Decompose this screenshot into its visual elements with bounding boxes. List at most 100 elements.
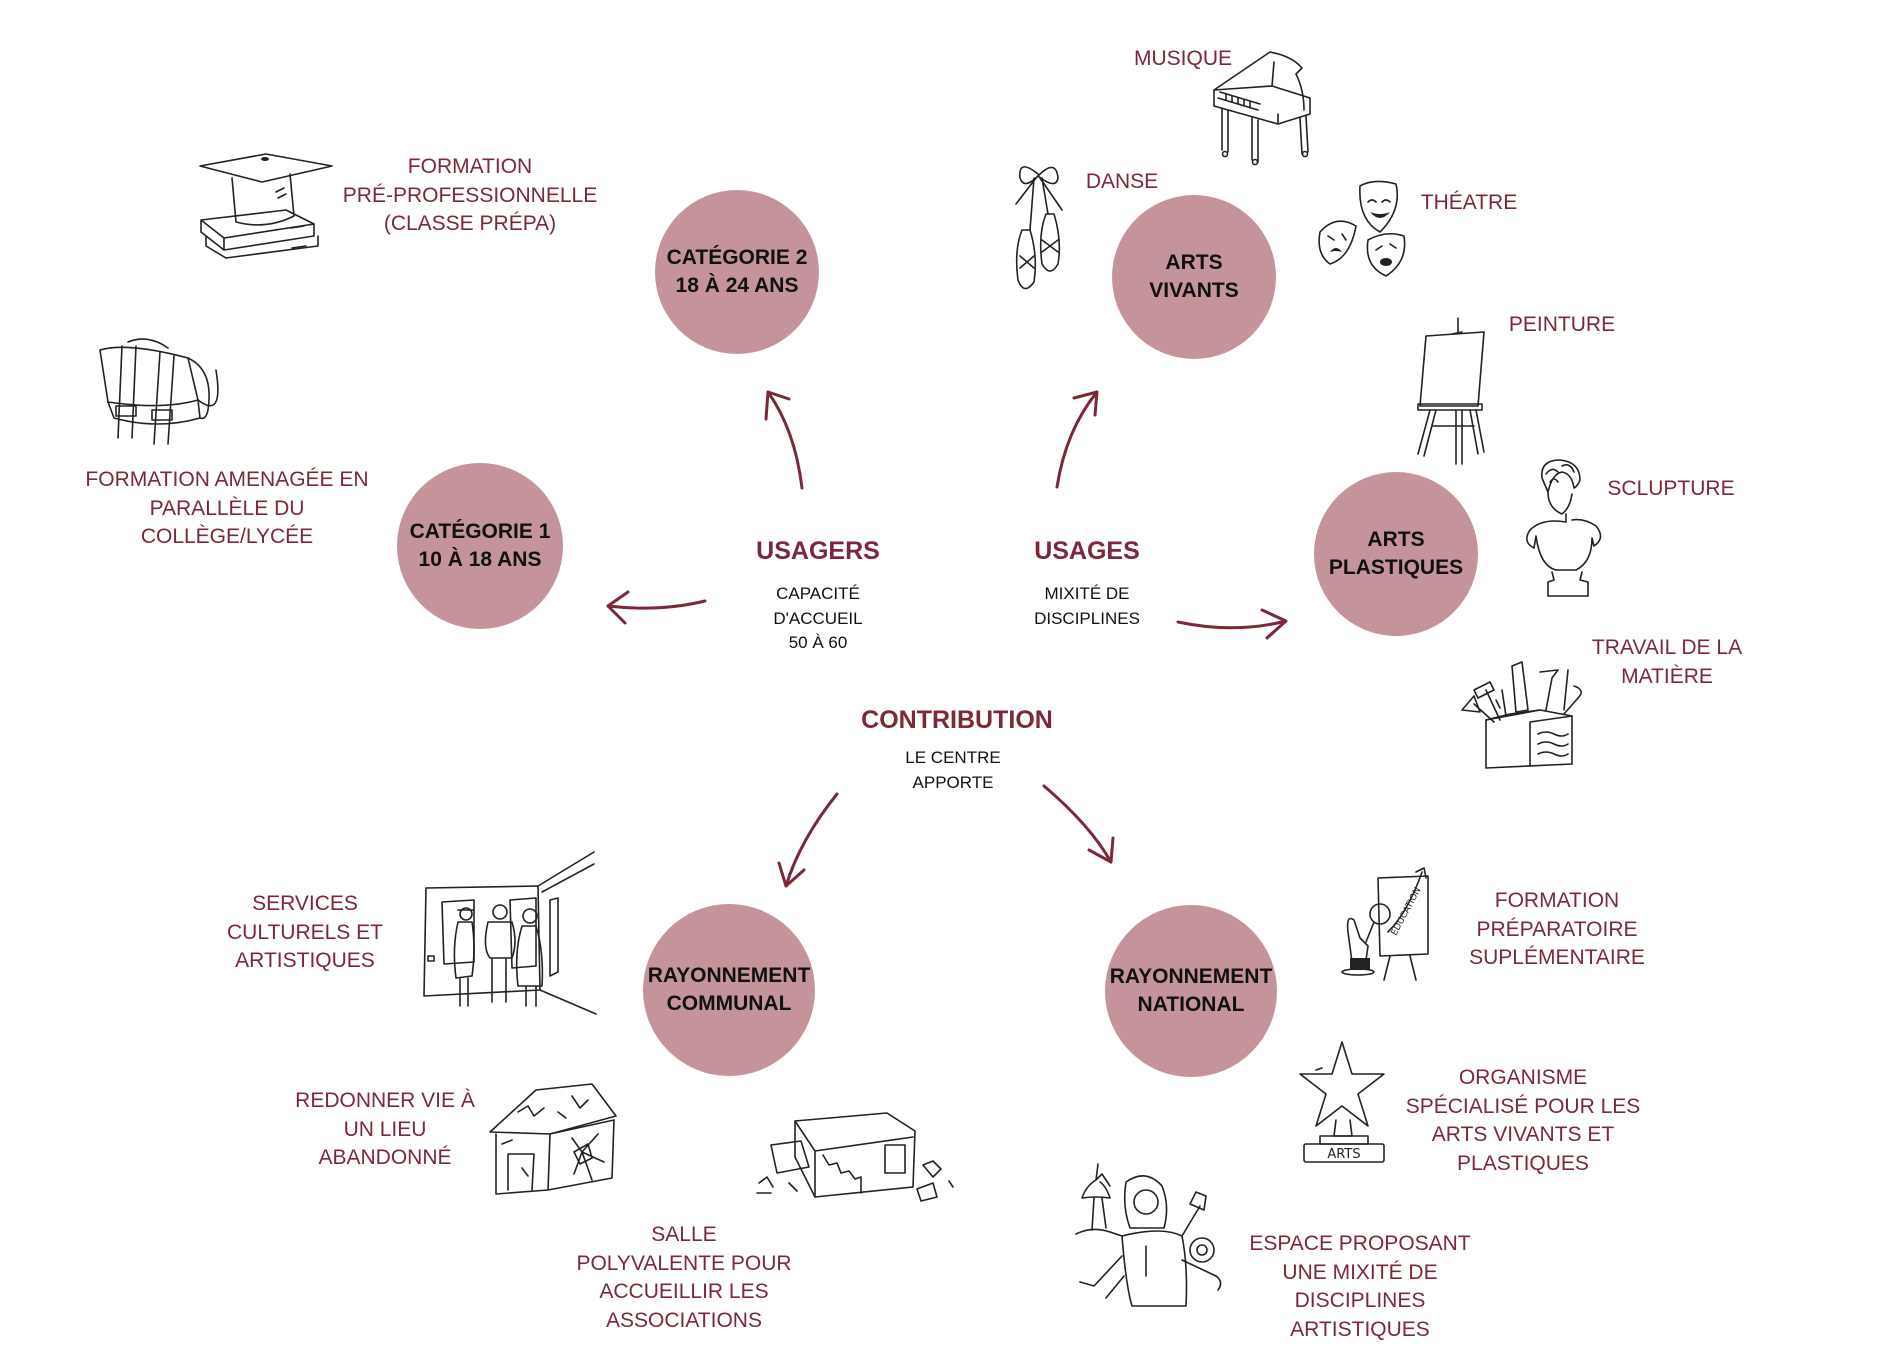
node-line: ARTS (1165, 251, 1223, 274)
label-salle-polyvalente: SALLE POLYVALENTE POUR ACCUEILLIR LES AS… (576, 1221, 791, 1335)
node-line: NATIONAL (1137, 993, 1245, 1016)
label-theatre: THÉATRE (1421, 189, 1517, 218)
education-chart-label: ÉDUCATION (1388, 885, 1423, 937)
label-line: ARTS VIVANTS ET (1431, 1123, 1615, 1146)
label-line: (CLASSE PRÉPA) (383, 212, 557, 235)
arrow-usagers-to-categorie2 (764, 390, 804, 490)
hub-usagers-line: CAPACITÉ (776, 584, 860, 603)
label-musique: MUSIQUE (1134, 45, 1232, 74)
bust-sculpture-icon (1522, 458, 1606, 598)
gallery-visitors-icon (418, 851, 597, 1015)
label-line: UNE MIXITÉ DE (1282, 1260, 1438, 1284)
label-line: REDONNER VIE À (295, 1089, 475, 1112)
label-formation-pre-pro: FORMATION PRÉ-PROFESSIONNELLE (CLASSE PR… (343, 153, 597, 239)
label-line: ARTISTIQUES (235, 949, 375, 972)
label-espace-mixite: ESPACE PROPOSANT UNE MIXITÉ DE DISCIPLIN… (1249, 1230, 1470, 1344)
hub-usagers-line: D'ACCUEIL (773, 608, 863, 628)
node-line: COMMUNAL (666, 992, 792, 1015)
node-line: CATÉGORIE 2 (666, 246, 808, 269)
label-line: PLASTIQUES (1457, 1151, 1589, 1175)
node-line: ARTS (1367, 528, 1425, 551)
hub-contribution-line: LE CENTRE (905, 748, 1001, 767)
label-peinture: PEINTURE (1509, 311, 1615, 340)
theatre-masks-icon (1316, 180, 1416, 290)
label-line: FORMATION (407, 155, 533, 178)
hub-usagers-subtitle: CAPACITÉ D'ACCUEIL 50 À 60 (773, 582, 862, 656)
star-trophy-icon: ARTS (1298, 1040, 1388, 1164)
label-line: SCLUPTURE (1607, 477, 1735, 500)
label-organisme-specialise: ORGANISME SPÉCIALISÉ POUR LES ARTS VIVAN… (1406, 1064, 1641, 1178)
label-travail-matiere: TRAVAIL DE LA MATIÈRE (1592, 634, 1742, 691)
label-line: SPÉCIALISÉ POUR LES (1405, 1094, 1641, 1118)
label-line: FORMATION AMENAGÉE EN (85, 468, 369, 491)
hub-usagers-line: 50 À 60 (788, 633, 848, 652)
hub-usages-title: USAGES (1034, 537, 1140, 565)
node-line: CATÉGORIE 1 (409, 520, 551, 543)
hub-usages-line: MIXITÉ DE (1044, 584, 1130, 603)
label-line: ABANDONNÉ (318, 1146, 452, 1169)
node-rayonnement-national: RAYONNEMENT NATIONAL (1105, 905, 1277, 1077)
label-danse: DANSE (1086, 168, 1158, 197)
broken-house-icon (488, 1082, 618, 1196)
label-line: CULTURELS ET (227, 920, 383, 944)
arrow-usagers-to-categorie1 (606, 590, 707, 625)
hub-usagers-title: USAGERS (756, 537, 880, 565)
multi-arm-artist-icon (1066, 1156, 1226, 1316)
hub-contribution-title: CONTRIBUTION (861, 706, 1053, 734)
multipurpose-hall-icon (737, 1112, 973, 1213)
label-line: PEINTURE (1508, 313, 1616, 336)
node-arts-vivants: ARTS VIVANTS (1112, 195, 1276, 359)
arrow-contribution-to-national (1042, 784, 1115, 864)
label-line: MATIÈRE (1621, 664, 1713, 688)
node-categorie-1: CATÉGORIE 1 10 À 18 ANS (397, 463, 563, 629)
hub-usages-line: DISCIPLINES (1034, 608, 1140, 628)
label-line: SERVICES (252, 892, 358, 915)
hub-usages-subtitle: MIXITÉ DE DISCIPLINES (1034, 582, 1140, 631)
node-line: VIVANTS (1149, 279, 1239, 302)
node-categorie-2: CATÉGORIE 2 18 À 24 ANS (655, 190, 819, 354)
label-formation-preparatoire: FORMATION PRÉPARATOIRE SUPLÉMENTAIRE (1469, 887, 1645, 973)
label-line: UN LIEU (343, 1117, 427, 1141)
label-line: ARTISTIQUES (1290, 1317, 1430, 1341)
ballet-shoes-icon (1012, 160, 1067, 300)
label-line: TRAVAIL DE LA (1591, 636, 1743, 659)
label-line: DISCIPLINES (1294, 1289, 1426, 1312)
trophy-label: ARTS (1327, 1147, 1360, 1162)
education-chart-icon: ÉDUCATION (1338, 862, 1448, 986)
arrow-contribution-to-communal (777, 792, 839, 888)
label-redonner-vie: REDONNER VIE À UN LIEU ABANDONNÉ (295, 1087, 475, 1173)
label-line: ASSOCIATIONS (606, 1308, 762, 1332)
label-formation-amenagee: FORMATION AMENAGÉE EN PARALLÈLE DU COLLÈ… (85, 466, 368, 552)
hub-contribution-subtitle: LE CENTRE APPORTE (905, 746, 1000, 795)
label-line: PRÉ-PROFESSIONNELLE (342, 183, 598, 207)
node-line: 18 À 24 ANS (675, 274, 799, 297)
node-line: PLASTIQUES (1328, 556, 1464, 579)
label-line: DANSE (1085, 170, 1159, 193)
label-line: PARALLÈLE DU (149, 496, 305, 520)
label-sculpture: SCLUPTURE (1607, 475, 1734, 504)
label-line: POLYVALENTE POUR (576, 1251, 792, 1275)
label-line: SUPLÉMENTAIRE (1469, 946, 1645, 969)
node-rayonnement-communal: RAYONNEMENT COMMUNAL (643, 904, 815, 1076)
school-satchel-icon (88, 338, 228, 445)
node-line: 10 À 18 ANS (418, 548, 542, 571)
label-line: ORGANISME (1458, 1066, 1588, 1089)
node-line: RAYONNEMENT (1109, 965, 1273, 988)
label-line: FORMATION (1494, 889, 1620, 912)
arrow-usages-to-arts-vivants (1055, 390, 1099, 489)
hub-contribution-line: APPORTE (912, 772, 994, 792)
arrow-usages-to-arts-plastiques (1176, 608, 1288, 640)
easel-icon (1417, 317, 1488, 465)
graduation-cap-books-icon (196, 152, 336, 260)
node-line: RAYONNEMENT (647, 964, 811, 987)
label-line: PRÉPARATOIRE (1476, 917, 1638, 941)
label-line: THÉATRE (1420, 191, 1518, 214)
grand-piano-icon (1212, 50, 1320, 166)
label-line: COLLÈGE/LYCÉE (140, 525, 314, 548)
label-services-culturels: SERVICES CULTURELS ET ARTISTIQUES (227, 890, 383, 976)
toolbox-icon (1460, 660, 1590, 770)
node-arts-plastiques: ARTS PLASTIQUES (1314, 472, 1478, 636)
label-line: MUSIQUE (1133, 47, 1233, 70)
label-line: SALLE (651, 1223, 717, 1246)
label-line: ESPACE PROPOSANT (1249, 1232, 1471, 1255)
